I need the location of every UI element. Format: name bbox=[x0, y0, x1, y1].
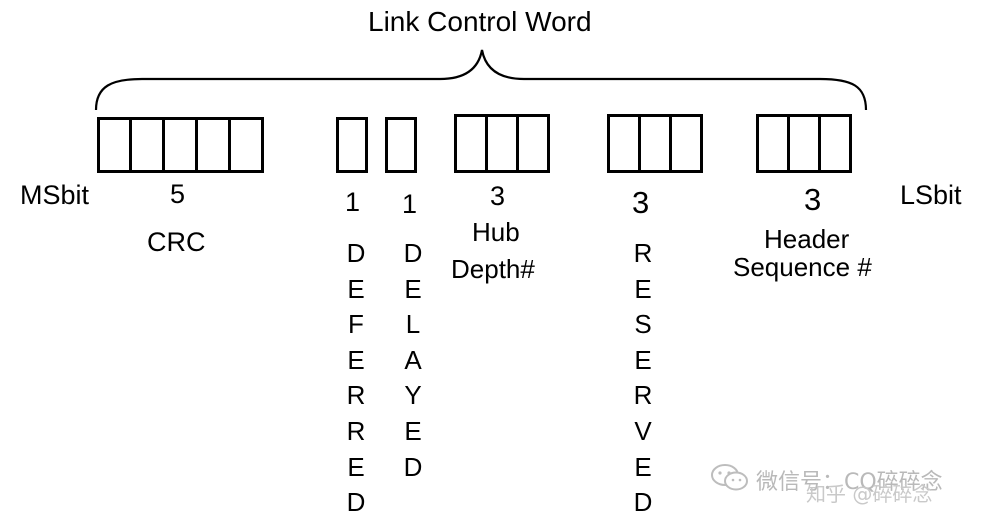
vertical-letter: E bbox=[634, 273, 652, 304]
lsbit-label: LSbit bbox=[900, 180, 962, 210]
watermark-text: 微信号：CQ碎碎念 bbox=[756, 470, 943, 495]
bit-box bbox=[818, 114, 852, 173]
bit-box bbox=[756, 114, 790, 173]
vertical-letter: E bbox=[404, 415, 422, 446]
bit-box bbox=[485, 114, 519, 173]
vertical-letter: D bbox=[403, 238, 423, 268]
vertical-letter: F bbox=[348, 309, 364, 340]
bit-box bbox=[454, 114, 488, 173]
vertical-letter: A bbox=[404, 344, 422, 375]
vertical-letter: S bbox=[634, 309, 652, 340]
delayed-bit-box bbox=[385, 117, 417, 173]
vertical-letter: D bbox=[346, 487, 366, 518]
reserved-bit-boxes bbox=[607, 114, 703, 173]
hub-depth-bit-count: 3 bbox=[490, 181, 506, 211]
bit-box bbox=[228, 117, 264, 173]
bit-box bbox=[336, 117, 368, 173]
header-sequence-name-line2: Sequence # bbox=[733, 252, 872, 282]
vertical-letter: L bbox=[405, 309, 421, 340]
crc-bit-boxes bbox=[97, 117, 264, 173]
bit-box bbox=[129, 117, 165, 173]
zhihu-watermark-text: 知乎 @碎碎念 bbox=[806, 482, 933, 506]
bit-box bbox=[669, 114, 703, 173]
vertical-letter: R bbox=[346, 415, 366, 446]
wechat-icon bbox=[711, 464, 748, 491]
bit-box bbox=[97, 117, 132, 173]
vertical-letter: E bbox=[347, 273, 365, 304]
bit-box bbox=[516, 114, 550, 173]
hub-depth-name-line2: Depth# bbox=[451, 254, 535, 284]
reserved-bit-count: 3 bbox=[632, 185, 650, 220]
bit-box bbox=[638, 114, 672, 173]
hub-depth-name-line1: Hub bbox=[472, 217, 520, 247]
vertical-letter: D bbox=[633, 487, 653, 518]
header-sequence-bit-boxes bbox=[756, 114, 852, 173]
vertical-letter: D bbox=[403, 451, 423, 482]
header-sequence-name-line1: Header bbox=[764, 224, 850, 254]
bit-box bbox=[385, 117, 417, 173]
deferred-bit-box bbox=[336, 117, 368, 173]
bit-box bbox=[195, 117, 231, 173]
hub-depth-bit-boxes bbox=[454, 114, 550, 173]
vertical-letter: V bbox=[634, 415, 652, 446]
bit-box bbox=[607, 114, 641, 173]
vertical-letter: D bbox=[346, 238, 366, 268]
vertical-letter: R bbox=[633, 238, 653, 268]
vertical-letter: E bbox=[634, 451, 652, 482]
vertical-letter: R bbox=[633, 380, 653, 411]
vertical-letter: R bbox=[346, 380, 366, 411]
msbit-label: MSbit bbox=[20, 180, 90, 210]
crc-field-name: CRC bbox=[147, 227, 206, 257]
vertical-letter: E bbox=[404, 273, 422, 304]
header-sequence-bit-count: 3 bbox=[804, 182, 822, 217]
vertical-letter: E bbox=[347, 451, 365, 482]
delayed-bit-count: 1 bbox=[402, 189, 418, 219]
diagram-title: Link Control Word bbox=[368, 6, 592, 37]
vertical-letter: E bbox=[347, 344, 365, 375]
crc-bit-count: 5 bbox=[170, 179, 186, 209]
vertical-letter: E bbox=[634, 344, 652, 375]
deferred-bit-count: 1 bbox=[345, 187, 361, 217]
bit-box bbox=[787, 114, 821, 173]
bit-box bbox=[162, 117, 198, 173]
vertical-letter: Y bbox=[404, 380, 422, 411]
